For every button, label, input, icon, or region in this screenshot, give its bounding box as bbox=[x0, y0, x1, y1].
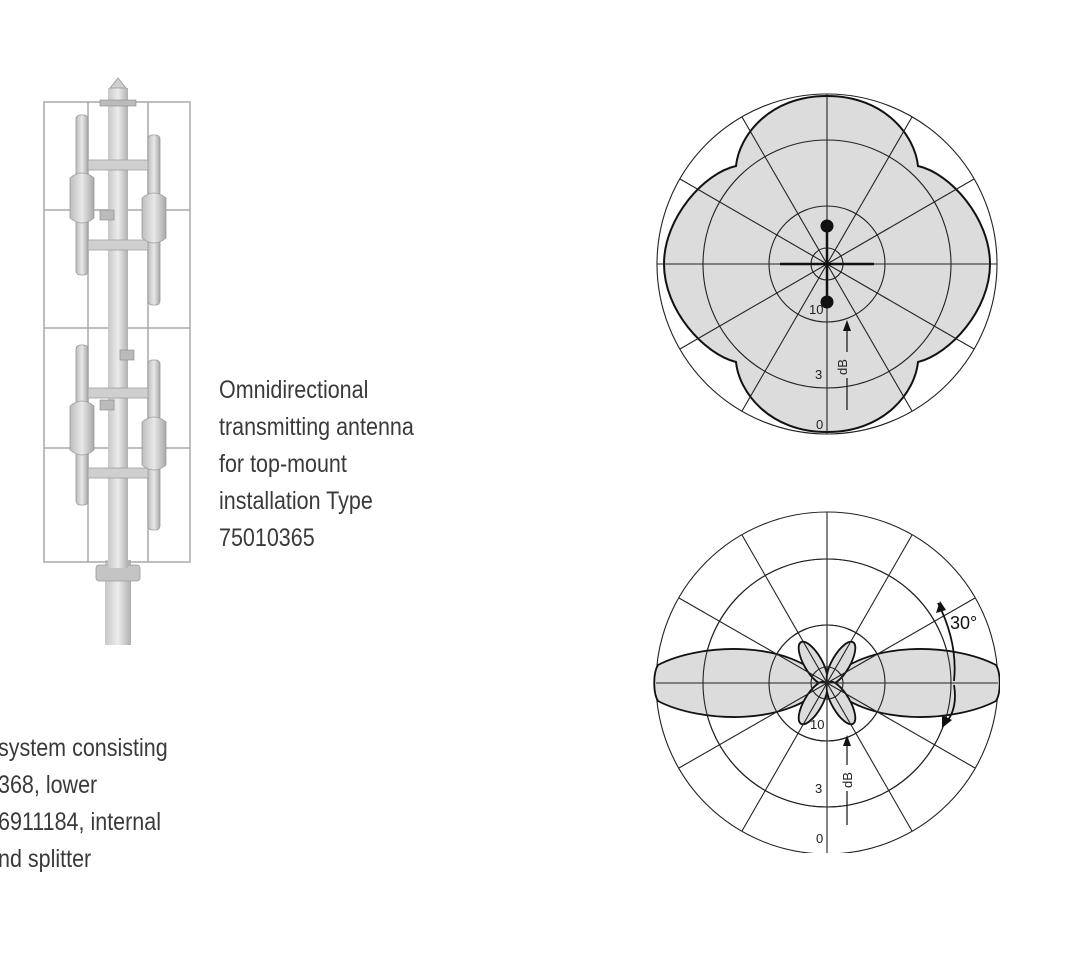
caption-line: Omnidirectional bbox=[219, 376, 369, 404]
caption-line: transmitting antenna bbox=[219, 413, 414, 441]
antenna-illustration bbox=[43, 77, 191, 645]
scale-label-3: 3 bbox=[815, 781, 822, 796]
antenna-caption: Omnidirectional transmitting antenna for… bbox=[219, 372, 443, 557]
radial-lines bbox=[656, 512, 998, 853]
description-line: nd splitter bbox=[0, 845, 92, 873]
horizontal-radiation-pattern: dB 10 3 0 bbox=[656, 93, 998, 435]
caption-line: 75010365 bbox=[219, 524, 315, 552]
system-description-text: system consisting 368, lower 6911184, in… bbox=[0, 730, 222, 878]
db-unit-label: dB bbox=[840, 772, 855, 788]
description-line: system consisting bbox=[0, 734, 168, 762]
scale-label-0: 0 bbox=[816, 417, 823, 432]
scale-label-10: 10 bbox=[809, 302, 823, 317]
antenna-symbol bbox=[780, 219, 874, 309]
vertical-radiation-pattern: 30° dB 10 3 0 bbox=[653, 511, 1000, 853]
description-line: 368, lower bbox=[0, 771, 98, 799]
caption-line: for top-mount bbox=[219, 450, 347, 478]
angle-label: 30° bbox=[950, 613, 977, 633]
scale-label-0: 0 bbox=[816, 831, 823, 846]
scale-label-3: 3 bbox=[815, 367, 822, 382]
scale-label-10: 10 bbox=[810, 717, 824, 732]
description-line: 6911184, internal bbox=[0, 808, 161, 836]
db-unit-label: dB bbox=[835, 359, 850, 375]
caption-line: installation Type bbox=[219, 487, 373, 515]
